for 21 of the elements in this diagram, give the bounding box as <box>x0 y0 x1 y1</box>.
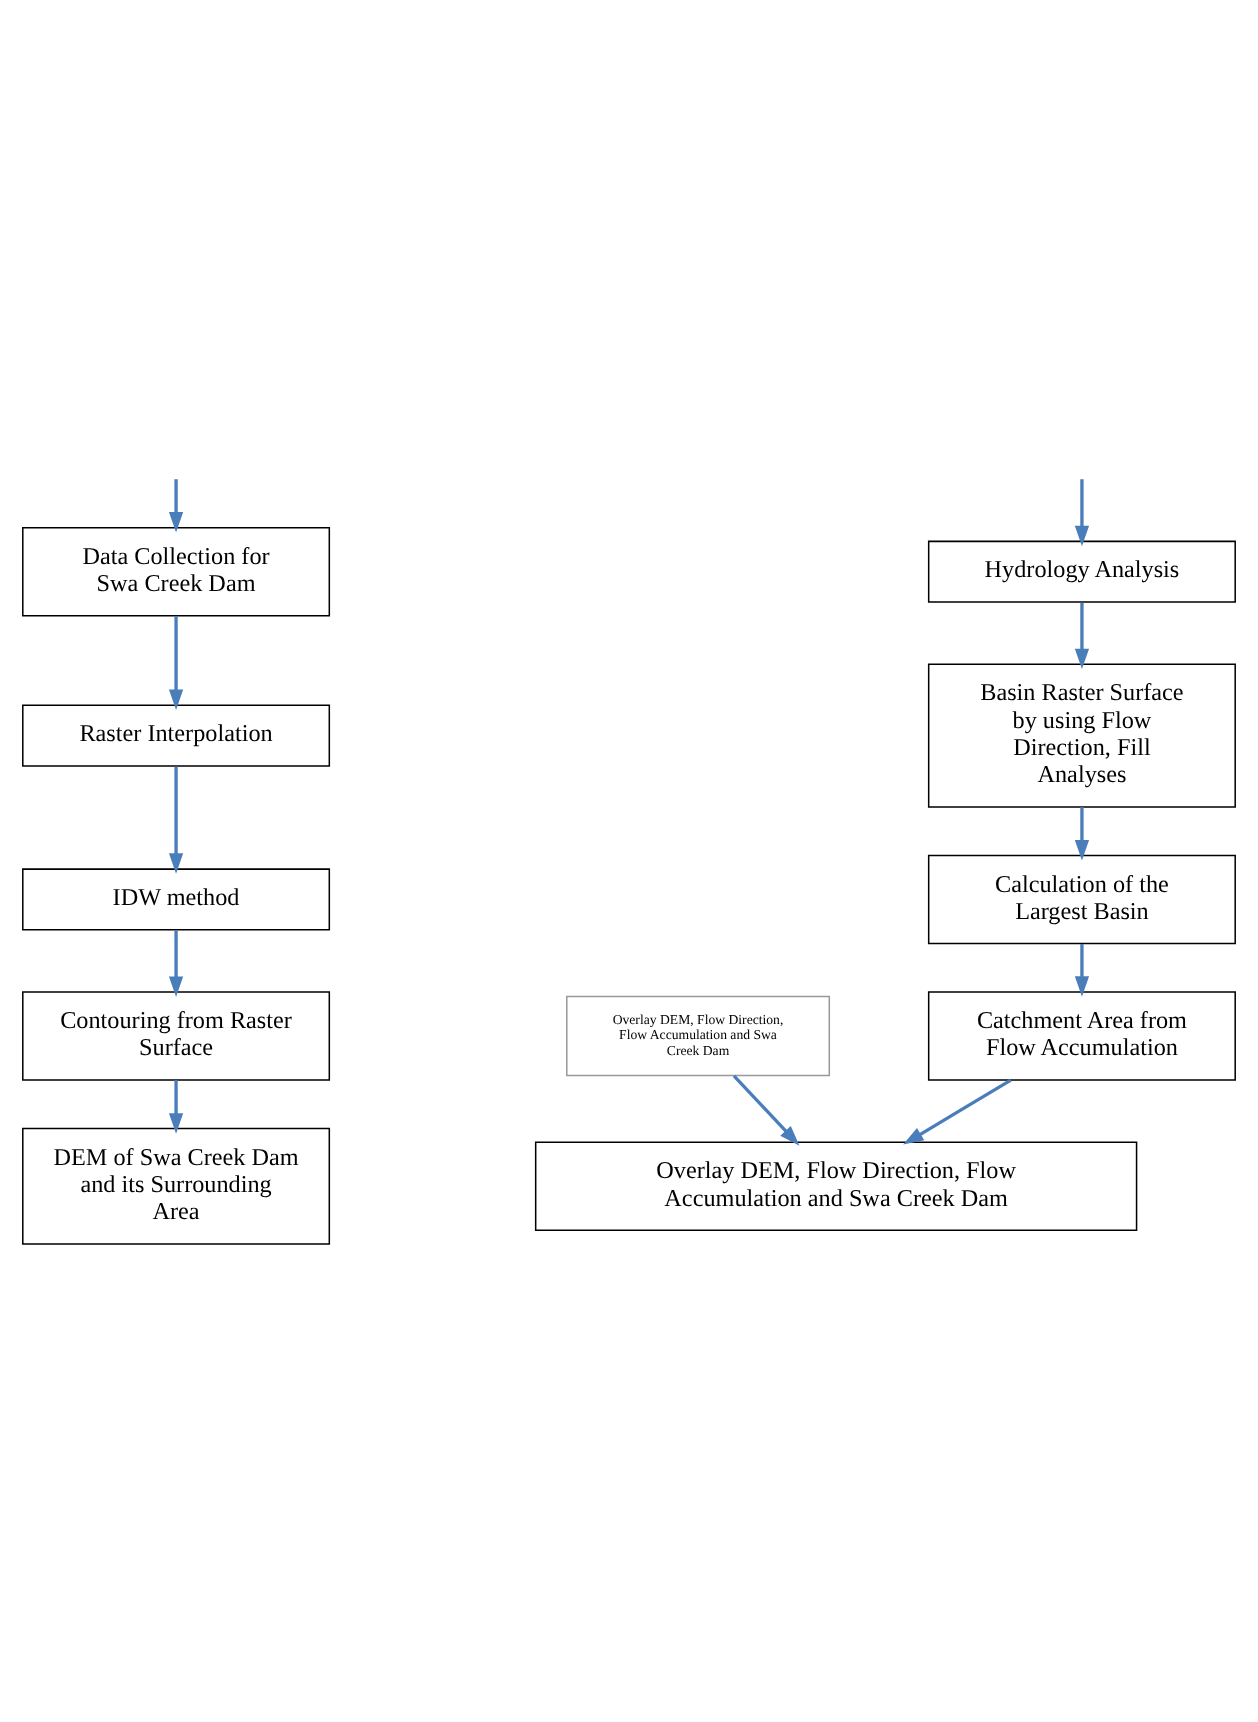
arrow <box>732 1074 800 1146</box>
node-box: Raster Interpolation <box>22 704 331 767</box>
node-box: IDW method <box>22 868 331 931</box>
arrow <box>168 615 184 710</box>
arrow <box>1074 479 1090 547</box>
node-box: DEM of Swa Creek Dam and its Surrounding Area <box>22 1127 331 1245</box>
node-box: Hydrology Analysis <box>927 540 1236 603</box>
node-box: Calculation of the Largest Basin <box>927 854 1236 945</box>
node-box: Basin Raster Surface by using Flow Direction, Fill Analyses <box>927 663 1236 808</box>
node-box: Overlay DEM, Flow Direction, Flow Accumulation and Swa Creek Dam <box>534 1141 1138 1232</box>
arrow <box>168 929 184 997</box>
arrow <box>168 479 184 533</box>
node-box: Contouring from Raster Surface <box>22 991 331 1081</box>
arrow <box>903 1078 1012 1145</box>
arrow <box>1074 944 1090 997</box>
arrow <box>1074 602 1090 670</box>
arrow <box>168 1080 184 1134</box>
node-box: Data Collection for Swa Creek Dam <box>22 526 331 617</box>
arrow <box>1074 807 1090 861</box>
arrow <box>168 766 184 874</box>
node-box: Catchment Area from Flow Accumulation <box>927 991 1236 1081</box>
